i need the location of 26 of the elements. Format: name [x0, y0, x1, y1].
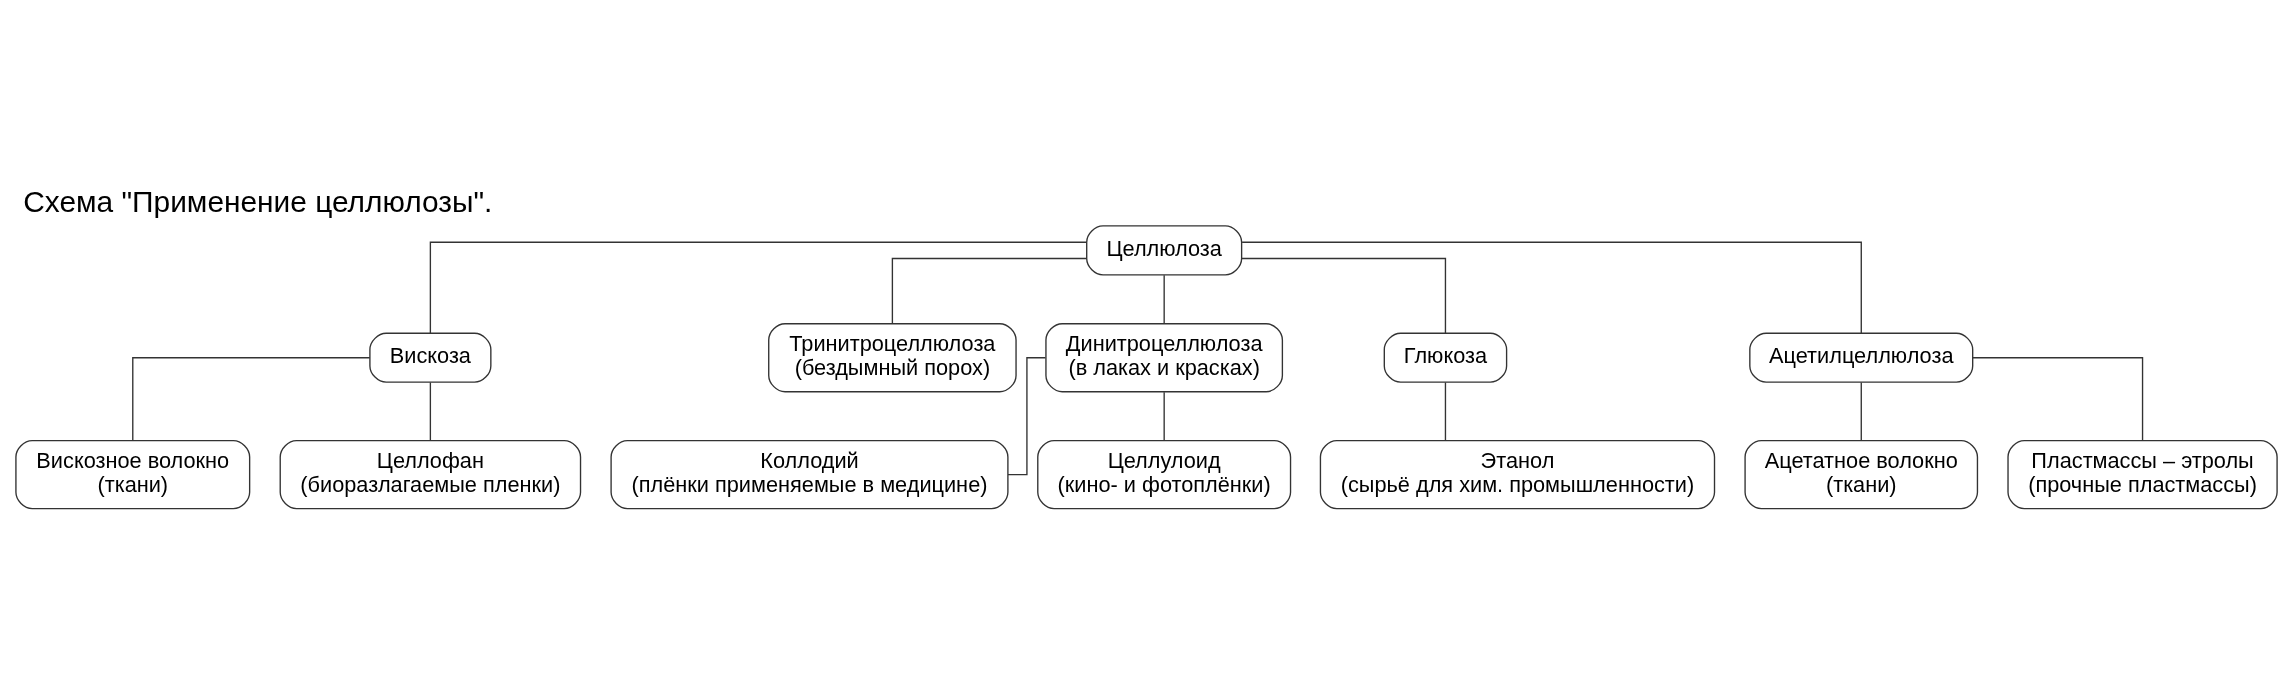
connector	[429, 241, 1088, 334]
connector	[1972, 357, 2144, 441]
node-box: Ацетатное волокно (ткани)	[1744, 439, 1979, 510]
node-box: Этанол (сырьё для хим. промышленности)	[1319, 439, 1716, 510]
node-box: Вискозное волокно (ткани)	[15, 439, 251, 510]
connector	[1163, 274, 1165, 325]
node-box: Ацетилцеллюлоза	[1749, 332, 1974, 383]
connector	[1007, 357, 1047, 476]
node-box: Глюкоза	[1383, 332, 1508, 383]
connector	[1241, 241, 1862, 334]
connector	[429, 381, 432, 442]
connector	[132, 357, 371, 441]
connector	[1860, 381, 1862, 442]
node-box: Целлюлоза	[1086, 225, 1243, 276]
node-box: Целлулоид (кино- и фотоплёнки)	[1037, 439, 1292, 510]
connector	[1444, 381, 1447, 442]
diagram-title: Схема "Применение целлюлозы".	[23, 184, 493, 218]
node-box: Целлофан (биоразлагаемые пленки)	[279, 439, 582, 510]
node-box: Тринитроцеллюлоза (бездымный порох)	[768, 323, 1017, 393]
node-box: Динитроцеллюлоза (в лаках и красках)	[1045, 323, 1284, 393]
connector	[891, 257, 1088, 325]
connector	[1241, 257, 1447, 334]
node-box: Пластмассы – этролы (прочные пластмассы)	[2007, 439, 2278, 510]
connector	[1163, 391, 1165, 442]
node-box: Вискоза	[369, 332, 492, 383]
node-box: Коллодий (плёнки применяемые в медицине)	[610, 439, 1009, 510]
